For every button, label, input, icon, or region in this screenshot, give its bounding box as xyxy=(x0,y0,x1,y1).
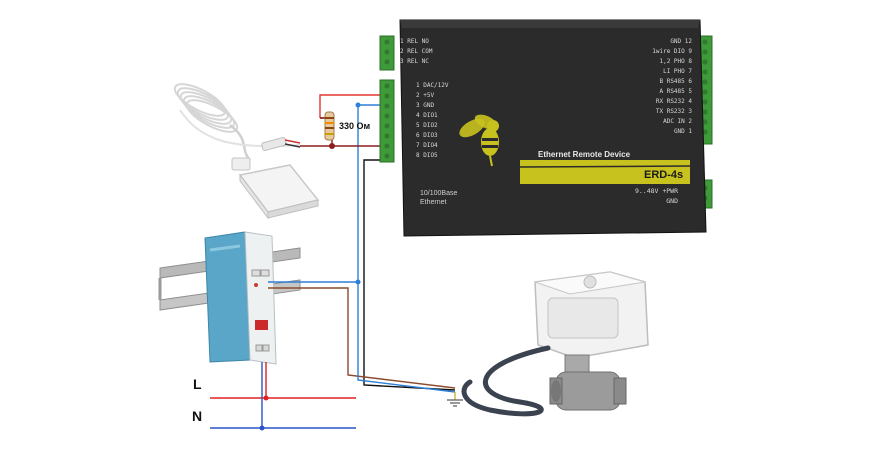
ground-symbol xyxy=(447,399,463,407)
resistor-label: 330 Ом xyxy=(339,121,371,131)
motorized-valve-illustration xyxy=(461,271,649,417)
mains-line-label: L xyxy=(193,376,202,392)
terminal-label: A RS485 5 xyxy=(659,88,692,95)
mains-wiring xyxy=(210,362,356,431)
erd-4s-device xyxy=(379,19,713,237)
terminal-label: 2 +5V xyxy=(416,92,435,99)
terminal-label: 8 DIO5 xyxy=(416,152,438,159)
resistor xyxy=(320,111,335,141)
terminal-label: GND 1 xyxy=(673,128,692,135)
wasp-logo xyxy=(459,114,499,167)
ethernet-label: Ethernet xyxy=(420,199,447,206)
terminal-label: 5 DIO2 xyxy=(416,122,438,129)
terminal-label: 1 DAC/12V xyxy=(416,82,449,89)
signal-wiring xyxy=(268,94,456,400)
terminal-label: TX RS232 3 xyxy=(655,108,692,115)
terminal-label: GND 12 xyxy=(670,38,692,45)
ethernet-label: 10/100Base xyxy=(420,190,458,197)
terminal-label: 7 DIO4 xyxy=(416,142,438,149)
mains-neutral-label: N xyxy=(192,408,203,424)
junction-node xyxy=(355,102,361,108)
device-name: ERD-4s xyxy=(644,169,684,181)
terminal-label: ADC IN 2 xyxy=(663,118,692,125)
terminal-label: RX RS232 4 xyxy=(655,98,692,105)
terminal-label: 6 DIO3 xyxy=(416,132,438,139)
terminal-label: 1wire DIO 9 xyxy=(652,48,692,55)
power-supply-illustration xyxy=(158,231,301,365)
terminal-label: 2 REL COM xyxy=(400,48,433,55)
leak-sensor-illustration xyxy=(173,83,320,220)
terminal-label: 4 DIO1 xyxy=(416,112,438,119)
terminal-label: 3 GND xyxy=(416,102,435,109)
terminal-label: 1,2 PHO 8 xyxy=(659,58,692,65)
junction-node xyxy=(329,143,335,149)
power-terminal-label: 9..48V +PWR xyxy=(634,187,678,195)
terminal-label: B RS485 6 xyxy=(659,78,692,85)
device-subtitle: Ethernet Remote Device xyxy=(538,150,631,159)
terminal-label: 1 REL NO xyxy=(400,38,429,45)
terminal-label: LI PHO 7 xyxy=(663,68,692,75)
junction-node xyxy=(355,279,361,285)
terminal-label: 3 REL NC xyxy=(400,58,429,65)
power-terminal-label: GND xyxy=(666,197,678,205)
